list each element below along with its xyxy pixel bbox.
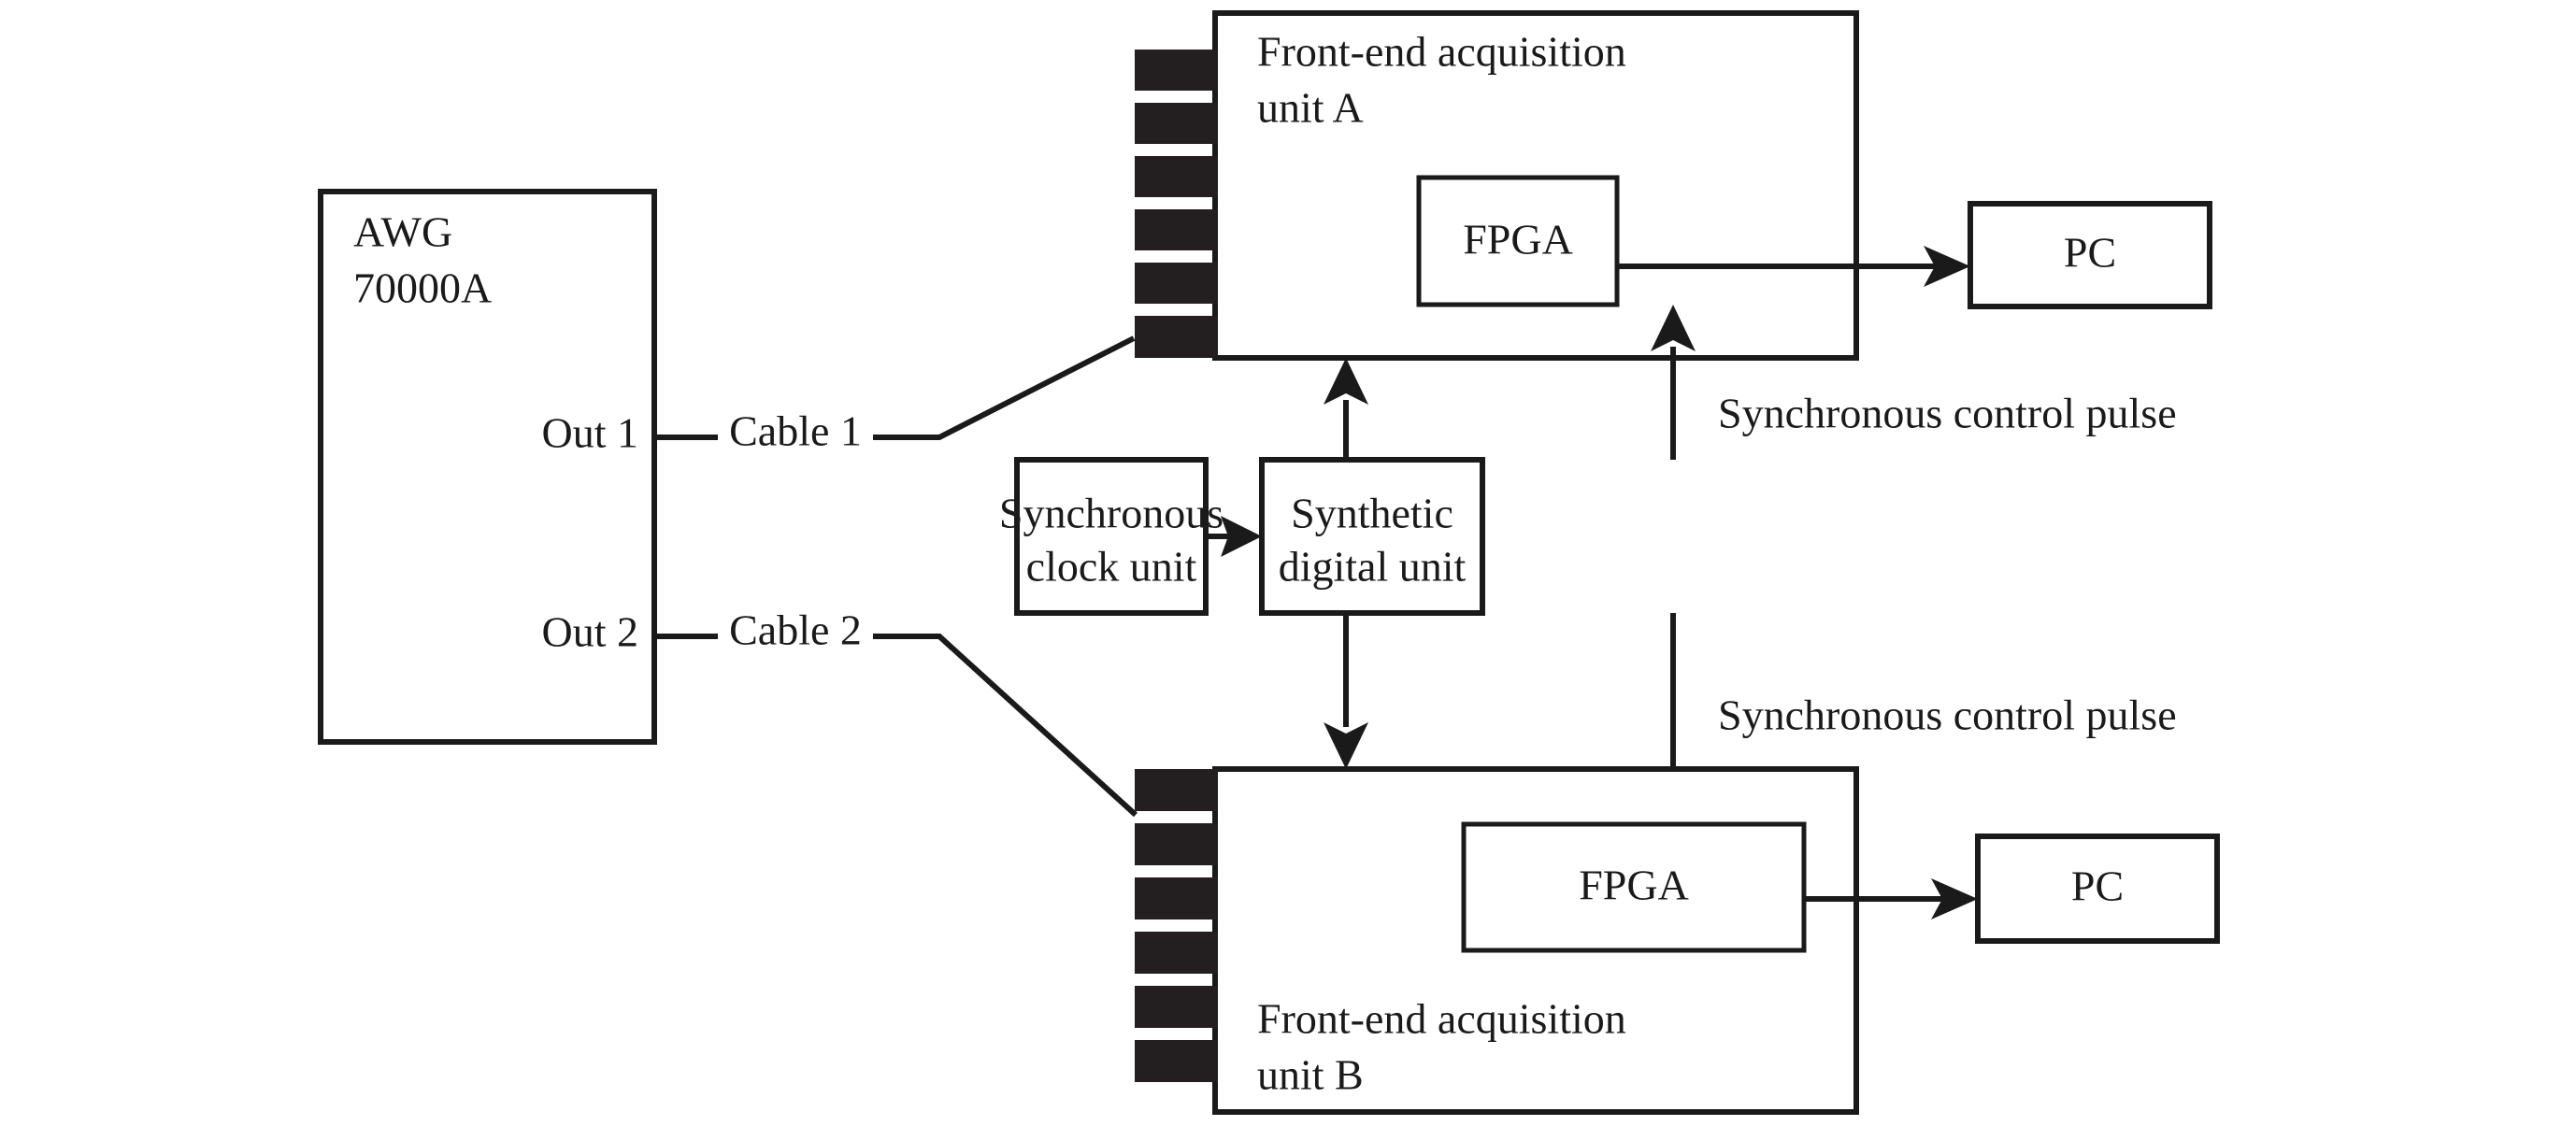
clock-unit-box[interactable]	[1014, 457, 1209, 616]
sync-pulse-top-label: Synchronous control pulse	[1718, 390, 2177, 437]
unit-a-connector-pin-2	[1135, 103, 1218, 144]
unit-a-label-line2: unit A	[1257, 84, 1364, 132]
edge-cable-1: Cable 1	[654, 335, 1136, 455]
edge-clock-to-unit-a	[1324, 358, 1368, 460]
unit-b-connector-pin-1	[1135, 769, 1218, 811]
awg-port-out2-label: Out 2	[542, 608, 639, 656]
unit-b-label-line2: unit B	[1257, 1051, 1364, 1099]
node-pc-b[interactable]: PC	[1975, 834, 2220, 944]
fpga-a-label: FPGA	[1463, 216, 1573, 264]
fpga-b-box[interactable]	[1461, 821, 1807, 953]
pc-b-box[interactable]	[1975, 834, 2220, 944]
fpga-b-label: FPGA	[1579, 862, 1689, 909]
edge-fpga-b-to-pc-b	[1804, 878, 1978, 919]
node-fpga-a[interactable]: FPGA	[1416, 175, 1620, 307]
unit-b-label-line1: Front-end acquisition	[1257, 995, 1626, 1043]
unit-b-connector-pin-5	[1135, 986, 1218, 1028]
awg-label-line2: 70000A	[353, 264, 492, 312]
pc-a-box[interactable]	[1968, 201, 2212, 309]
unit-a-connector-pin-3	[1135, 156, 1218, 197]
edge-digital-to-fpga-a: Synchronous control pulse	[1651, 305, 2177, 460]
node-unit-a[interactable]: Front-end acquisition unit A	[1135, 10, 1859, 361]
cable1-run	[873, 335, 1136, 440]
fpga-a-to-pc-a-arrowhead	[1924, 246, 1970, 287]
clock-to-digital-arrowhead	[1221, 516, 1262, 557]
awg-box[interactable]	[318, 189, 657, 745]
unit-a-connector-pin-1	[1135, 50, 1218, 91]
cable2-run	[873, 634, 1138, 818]
digital-unit-label-line2: digital unit	[1279, 543, 1467, 591]
clock-to-unit-a-arrowhead	[1324, 358, 1368, 405]
digital-to-fpga-a-arrowhead	[1651, 305, 1696, 351]
node-fpga-b[interactable]: FPGA	[1461, 821, 1807, 953]
unit-a-label-line1: Front-end acquisition	[1257, 28, 1626, 76]
node-clock-unit[interactable]: Synchronous clock unit	[999, 457, 1224, 616]
unit-b-connector-pin-6	[1135, 1040, 1218, 1082]
unit-b-connector-pin-3	[1135, 877, 1218, 919]
clock-unit-label-line1: Synchronous	[999, 490, 1224, 537]
fpga-b-to-pc-b-arrowhead	[1931, 878, 1978, 919]
pc-b-label: PC	[2071, 862, 2124, 910]
unit-a-connector-pin-6	[1135, 316, 1218, 358]
edge-fpga-a-to-pc-a	[1617, 246, 1970, 287]
cable2-label: Cable 2	[729, 606, 862, 654]
clock-to-unit-b-arrowhead	[1324, 722, 1368, 769]
sync-pulse-bottom-label: Synchronous control pulse	[1718, 691, 2177, 739]
edge-clock-to-unit-b	[1324, 613, 1368, 769]
unit-b-connector-pin-4	[1135, 932, 1218, 974]
node-digital-unit[interactable]: Synthetic digital unit	[1259, 457, 1485, 616]
node-awg[interactable]: AWG 70000A Out 1 Out 2	[318, 189, 657, 745]
cable1-label: Cable 1	[729, 407, 862, 455]
edge-clock-to-digital	[1206, 516, 1262, 557]
unit-a-connector-pin-5	[1135, 263, 1218, 304]
fpga-a-box[interactable]	[1416, 175, 1620, 307]
edge-cable-2: Cable 2	[654, 606, 1138, 818]
digital-unit-box[interactable]	[1259, 457, 1485, 616]
clock-unit-label-line2: clock unit	[1026, 543, 1197, 591]
awg-port-out1-label: Out 1	[542, 409, 639, 457]
digital-unit-label-line1: Synthetic	[1291, 490, 1453, 537]
pc-a-label: PC	[2064, 229, 2116, 277]
node-pc-a[interactable]: PC	[1968, 201, 2212, 309]
unit-a-connector-pin-4	[1135, 209, 1218, 250]
unit-b-connector-pin-2	[1135, 823, 1218, 865]
unit-a-connector	[1135, 50, 1218, 358]
unit-b-connector	[1135, 769, 1218, 1082]
awg-label-line1: AWG	[353, 208, 452, 256]
